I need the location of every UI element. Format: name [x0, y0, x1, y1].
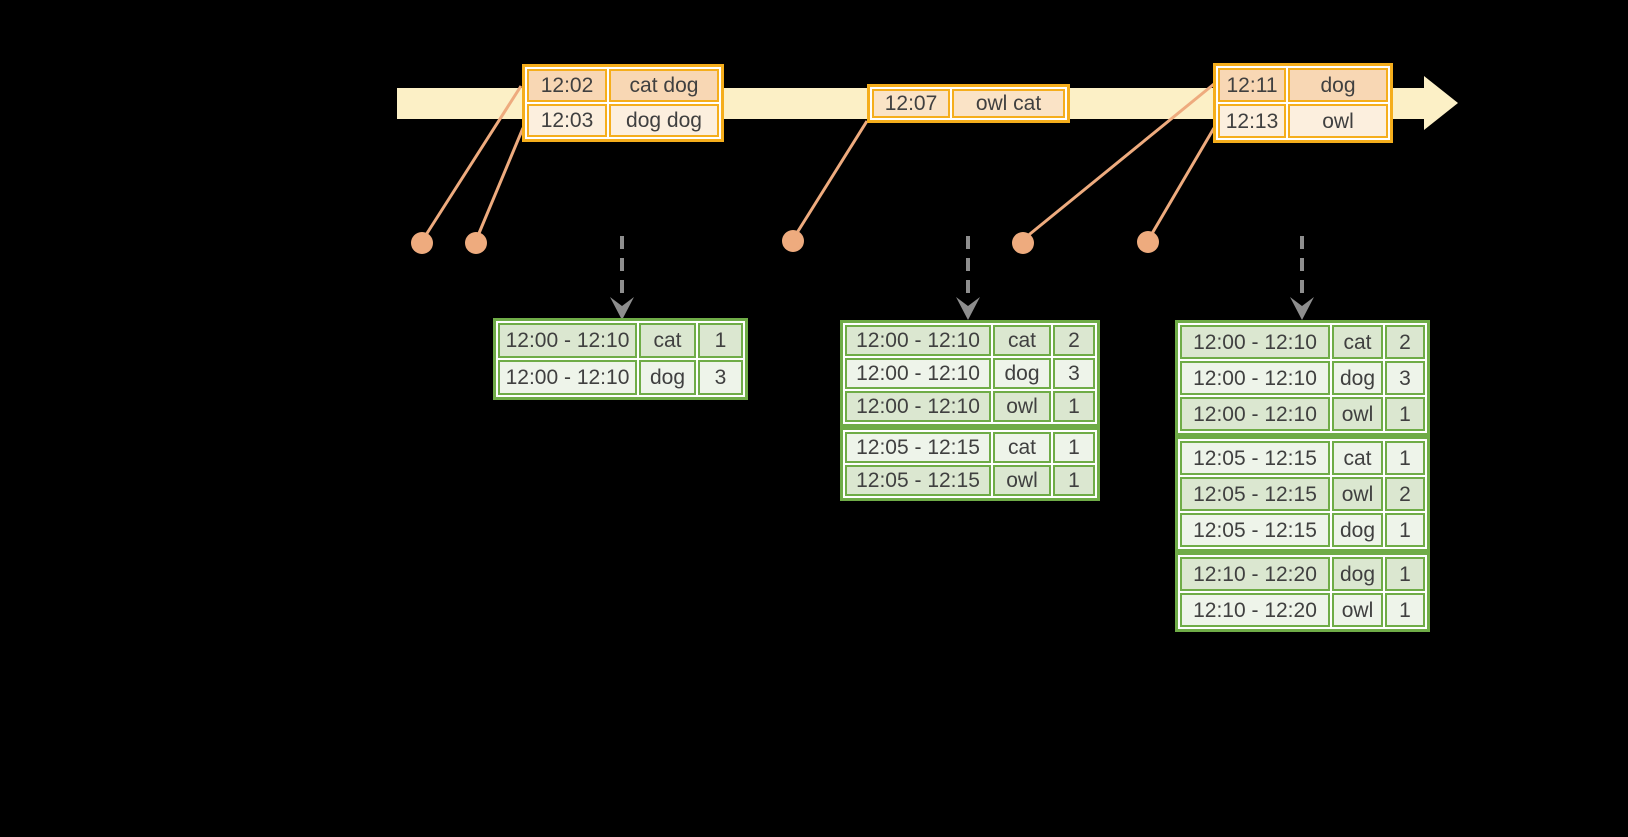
result-table-3: 12:00 - 12:10 cat 2 12:00 - 12:10 dog 3 …	[1175, 320, 1430, 632]
event-time-cell: 12:11	[1218, 68, 1286, 102]
word-cell: owl	[1332, 593, 1383, 627]
count-cell: 2	[1053, 325, 1095, 356]
event-row: 12:02 cat dog	[527, 69, 719, 102]
event-words-cell: cat dog	[609, 69, 719, 102]
connector-line-1202	[422, 85, 523, 239]
event-row: 12:13 owl	[1218, 104, 1388, 138]
window-cell: 12:00 - 12:10	[845, 325, 991, 356]
count-cell: 1	[1053, 465, 1095, 496]
window-group-separator	[1178, 549, 1427, 555]
window-group-separator	[1178, 433, 1427, 439]
result-row: 12:05 - 12:15 owl 1	[845, 465, 1095, 496]
word-cell: owl	[993, 391, 1051, 422]
connector-line-1203	[475, 127, 525, 239]
count-cell: 1	[1385, 441, 1425, 475]
window-cell: 12:10 - 12:20	[1180, 593, 1330, 627]
result-table-2: 12:00 - 12:10 cat 2 12:00 - 12:10 dog 3 …	[840, 320, 1100, 501]
word-cell: dog	[639, 360, 696, 395]
result-row: 12:00 - 12:10 owl 1	[845, 391, 1095, 422]
result-row: 12:05 - 12:15 dog 1	[1180, 513, 1425, 547]
event-words-cell: owl	[1288, 104, 1388, 138]
event-time-cell: 12:03	[527, 104, 607, 137]
word-cell: dog	[1332, 513, 1383, 547]
event-words-cell: dog dog	[609, 104, 719, 137]
window-cell: 12:05 - 12:15	[1180, 441, 1330, 475]
result-row: 12:00 - 12:10 cat 1	[498, 323, 743, 358]
count-cell: 1	[1385, 513, 1425, 547]
event-row: 12:11 dog	[1218, 68, 1388, 102]
emit-arrow-head-1	[610, 297, 634, 320]
event-time-cell: 12:07	[872, 89, 950, 118]
event-words-cell: owl cat	[952, 89, 1065, 118]
timeline-arrowhead	[1424, 76, 1458, 130]
event-dot-1203	[465, 232, 487, 254]
count-cell: 1	[1385, 593, 1425, 627]
window-cell: 12:05 - 12:15	[845, 465, 991, 496]
window-group-separator	[843, 424, 1097, 430]
word-cell: dog	[1332, 557, 1383, 591]
event-time-cell: 12:13	[1218, 104, 1286, 138]
word-cell: cat	[639, 323, 696, 358]
word-cell: dog	[993, 358, 1051, 389]
count-cell: 3	[1053, 358, 1095, 389]
count-cell: 2	[1385, 325, 1425, 359]
window-cell: 12:00 - 12:10	[498, 360, 637, 395]
event-time-cell: 12:02	[527, 69, 607, 102]
count-cell: 1	[1385, 557, 1425, 591]
event-dot-1207	[782, 230, 804, 252]
connector-line-1211	[1024, 82, 1215, 240]
result-row: 12:05 - 12:15 cat 1	[845, 432, 1095, 463]
window-cell: 12:10 - 12:20	[1180, 557, 1330, 591]
word-cell: cat	[993, 432, 1051, 463]
window-cell: 12:05 - 12:15	[1180, 513, 1330, 547]
count-cell: 3	[698, 360, 743, 395]
event-words-cell: dog	[1288, 68, 1388, 102]
window-cell: 12:00 - 12:10	[1180, 397, 1330, 431]
count-cell: 1	[1053, 432, 1095, 463]
result-row: 12:00 - 12:10 dog 3	[498, 360, 743, 395]
event-dot-1202	[411, 232, 433, 254]
result-row: 12:05 - 12:15 owl 2	[1180, 477, 1425, 511]
word-cell: cat	[1332, 325, 1383, 359]
count-cell: 3	[1385, 361, 1425, 395]
event-table-2: 12:07 owl cat	[867, 84, 1070, 123]
word-cell: cat	[1332, 441, 1383, 475]
word-cell: owl	[1332, 397, 1383, 431]
window-cell: 12:05 - 12:15	[845, 432, 991, 463]
result-row: 12:00 - 12:10 dog 3	[845, 358, 1095, 389]
event-dot-1211	[1012, 232, 1034, 254]
count-cell: 1	[1053, 391, 1095, 422]
event-row: 12:07 owl cat	[872, 89, 1065, 118]
word-cell: owl	[1332, 477, 1383, 511]
result-row: 12:00 - 12:10 owl 1	[1180, 397, 1425, 431]
window-cell: 12:00 - 12:10	[1180, 361, 1330, 395]
event-table-3: 12:11 dog 12:13 owl	[1213, 63, 1393, 143]
connector-line-1213	[1148, 127, 1216, 238]
event-row: 12:03 dog dog	[527, 104, 719, 137]
word-cell: cat	[993, 325, 1051, 356]
window-cell: 12:00 - 12:10	[845, 391, 991, 422]
event-table-1: 12:02 cat dog 12:03 dog dog	[522, 64, 724, 142]
result-row: 12:00 - 12:10 dog 3	[1180, 361, 1425, 395]
connector-line-1207	[793, 120, 869, 237]
result-row: 12:05 - 12:15 cat 1	[1180, 441, 1425, 475]
result-table-1: 12:00 - 12:10 cat 1 12:00 - 12:10 dog 3	[493, 318, 748, 400]
result-row: 12:10 - 12:20 owl 1	[1180, 593, 1425, 627]
window-cell: 12:00 - 12:10	[498, 323, 637, 358]
word-cell: owl	[993, 465, 1051, 496]
count-cell: 2	[1385, 477, 1425, 511]
word-cell: dog	[1332, 361, 1383, 395]
event-dot-1213	[1137, 231, 1159, 253]
count-cell: 1	[1385, 397, 1425, 431]
emit-arrow-head-2	[956, 297, 980, 320]
window-cell: 12:05 - 12:15	[1180, 477, 1330, 511]
count-cell: 1	[698, 323, 743, 358]
result-row: 12:00 - 12:10 cat 2	[1180, 325, 1425, 359]
window-cell: 12:00 - 12:10	[845, 358, 991, 389]
emit-arrow-head-3	[1290, 297, 1314, 320]
result-row: 12:10 - 12:20 dog 1	[1180, 557, 1425, 591]
result-row: 12:00 - 12:10 cat 2	[845, 325, 1095, 356]
window-cell: 12:00 - 12:10	[1180, 325, 1330, 359]
